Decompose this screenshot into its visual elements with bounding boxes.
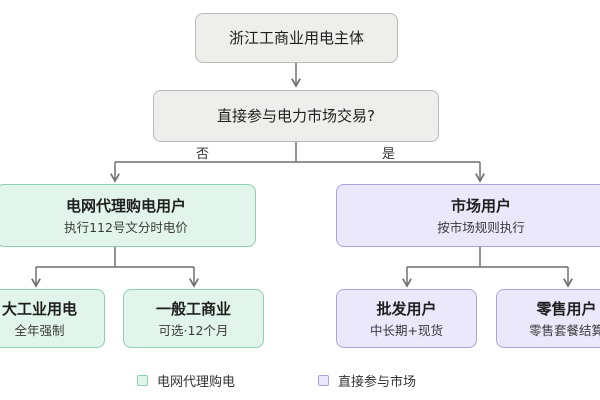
general-commercial-label: 一般工商业 (155, 299, 231, 318)
legend-label-grid-agent: 电网代理购电 (157, 375, 236, 390)
large-industrial-label: 大工业用电 (1, 299, 77, 318)
branch-yes-label: 是 (382, 147, 396, 162)
legend-item-grid-agent: 电网代理购电 (137, 371, 235, 390)
large-industrial-sub: 全年强制 (14, 322, 65, 338)
legend-label-market: 直接参与市场 (338, 375, 417, 390)
retail-label: 零售用户 (536, 299, 597, 318)
decision-label: 直接参与电力市场交易? (217, 107, 375, 125)
root-node: 浙江工商业用电主体 (195, 13, 398, 63)
wholesale-label: 批发用户 (376, 299, 437, 318)
grid-agent-sub: 执行112号文分时电价 (64, 219, 188, 235)
branch-no-label: 否 (196, 147, 210, 162)
decision-node: 直接参与电力市场交易? (153, 90, 439, 142)
large-industrial-node: 大工业用电 全年强制 (0, 289, 105, 348)
market-user-node: 市场用户 按市场规则执行 (336, 184, 600, 247)
general-commercial-sub: 可选·12个月 (158, 322, 229, 338)
wholesale-node: 批发用户 中长期+现货 (336, 289, 477, 348)
retail-node: 零售用户 零售套餐结算 (496, 289, 600, 348)
grid-agent-node: 电网代理购电用户 执行112号文分时电价 (0, 184, 256, 247)
retail-sub: 零售套餐结算 (528, 322, 600, 338)
market-user-sub: 按市场规则执行 (437, 219, 525, 235)
market-user-label: 市场用户 (450, 196, 511, 215)
wholesale-sub: 中长期+现货 (370, 322, 443, 338)
general-commercial-node: 一般工商业 可选·12个月 (123, 289, 264, 348)
legend-swatch-green (137, 375, 148, 386)
legend-swatch-purple (318, 375, 329, 386)
root-label: 浙江工商业用电主体 (228, 29, 364, 47)
legend-item-market: 直接参与市场 (318, 371, 416, 390)
grid-agent-label: 电网代理购电用户 (65, 196, 186, 215)
